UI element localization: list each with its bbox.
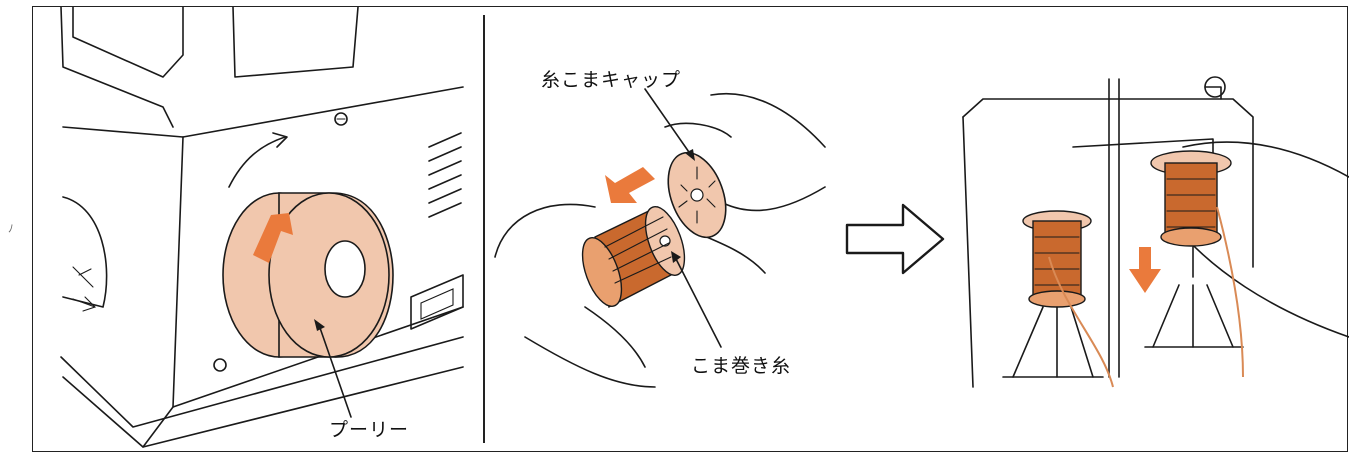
vent-slots [428,132,462,218]
pulley-illustration [60,7,464,448]
pulley-hole [324,240,366,298]
spool-cap-panel: 糸こまキャップ こま巻き糸 [485,7,835,451]
illustration-frame: プーリー [32,6,1349,452]
pulley-label: プーリー [329,419,410,441]
right-spool [1144,150,1244,378]
spool-stand-illustration [962,76,1349,388]
next-step-arrow-icon [845,203,945,275]
rotate-arrow-icon [253,213,293,263]
spool-stand-panel [953,7,1349,451]
spool-cap-illustration [494,88,826,388]
panel-divider [483,15,485,443]
direction-arrow-icon [605,167,655,203]
spool-cap-label: 糸こまキャップ [541,69,682,91]
pulley [222,192,394,358]
margin-mark: ﾉ [8,222,14,235]
spool-cap [667,151,727,239]
spool-thread-label: こま巻き糸 [691,355,792,377]
pulley-panel: プーリー [33,7,483,451]
knob-icon [1204,76,1226,98]
down-arrow-icon [1129,247,1161,293]
screw-icon [334,112,348,126]
left-spool [1002,210,1114,388]
